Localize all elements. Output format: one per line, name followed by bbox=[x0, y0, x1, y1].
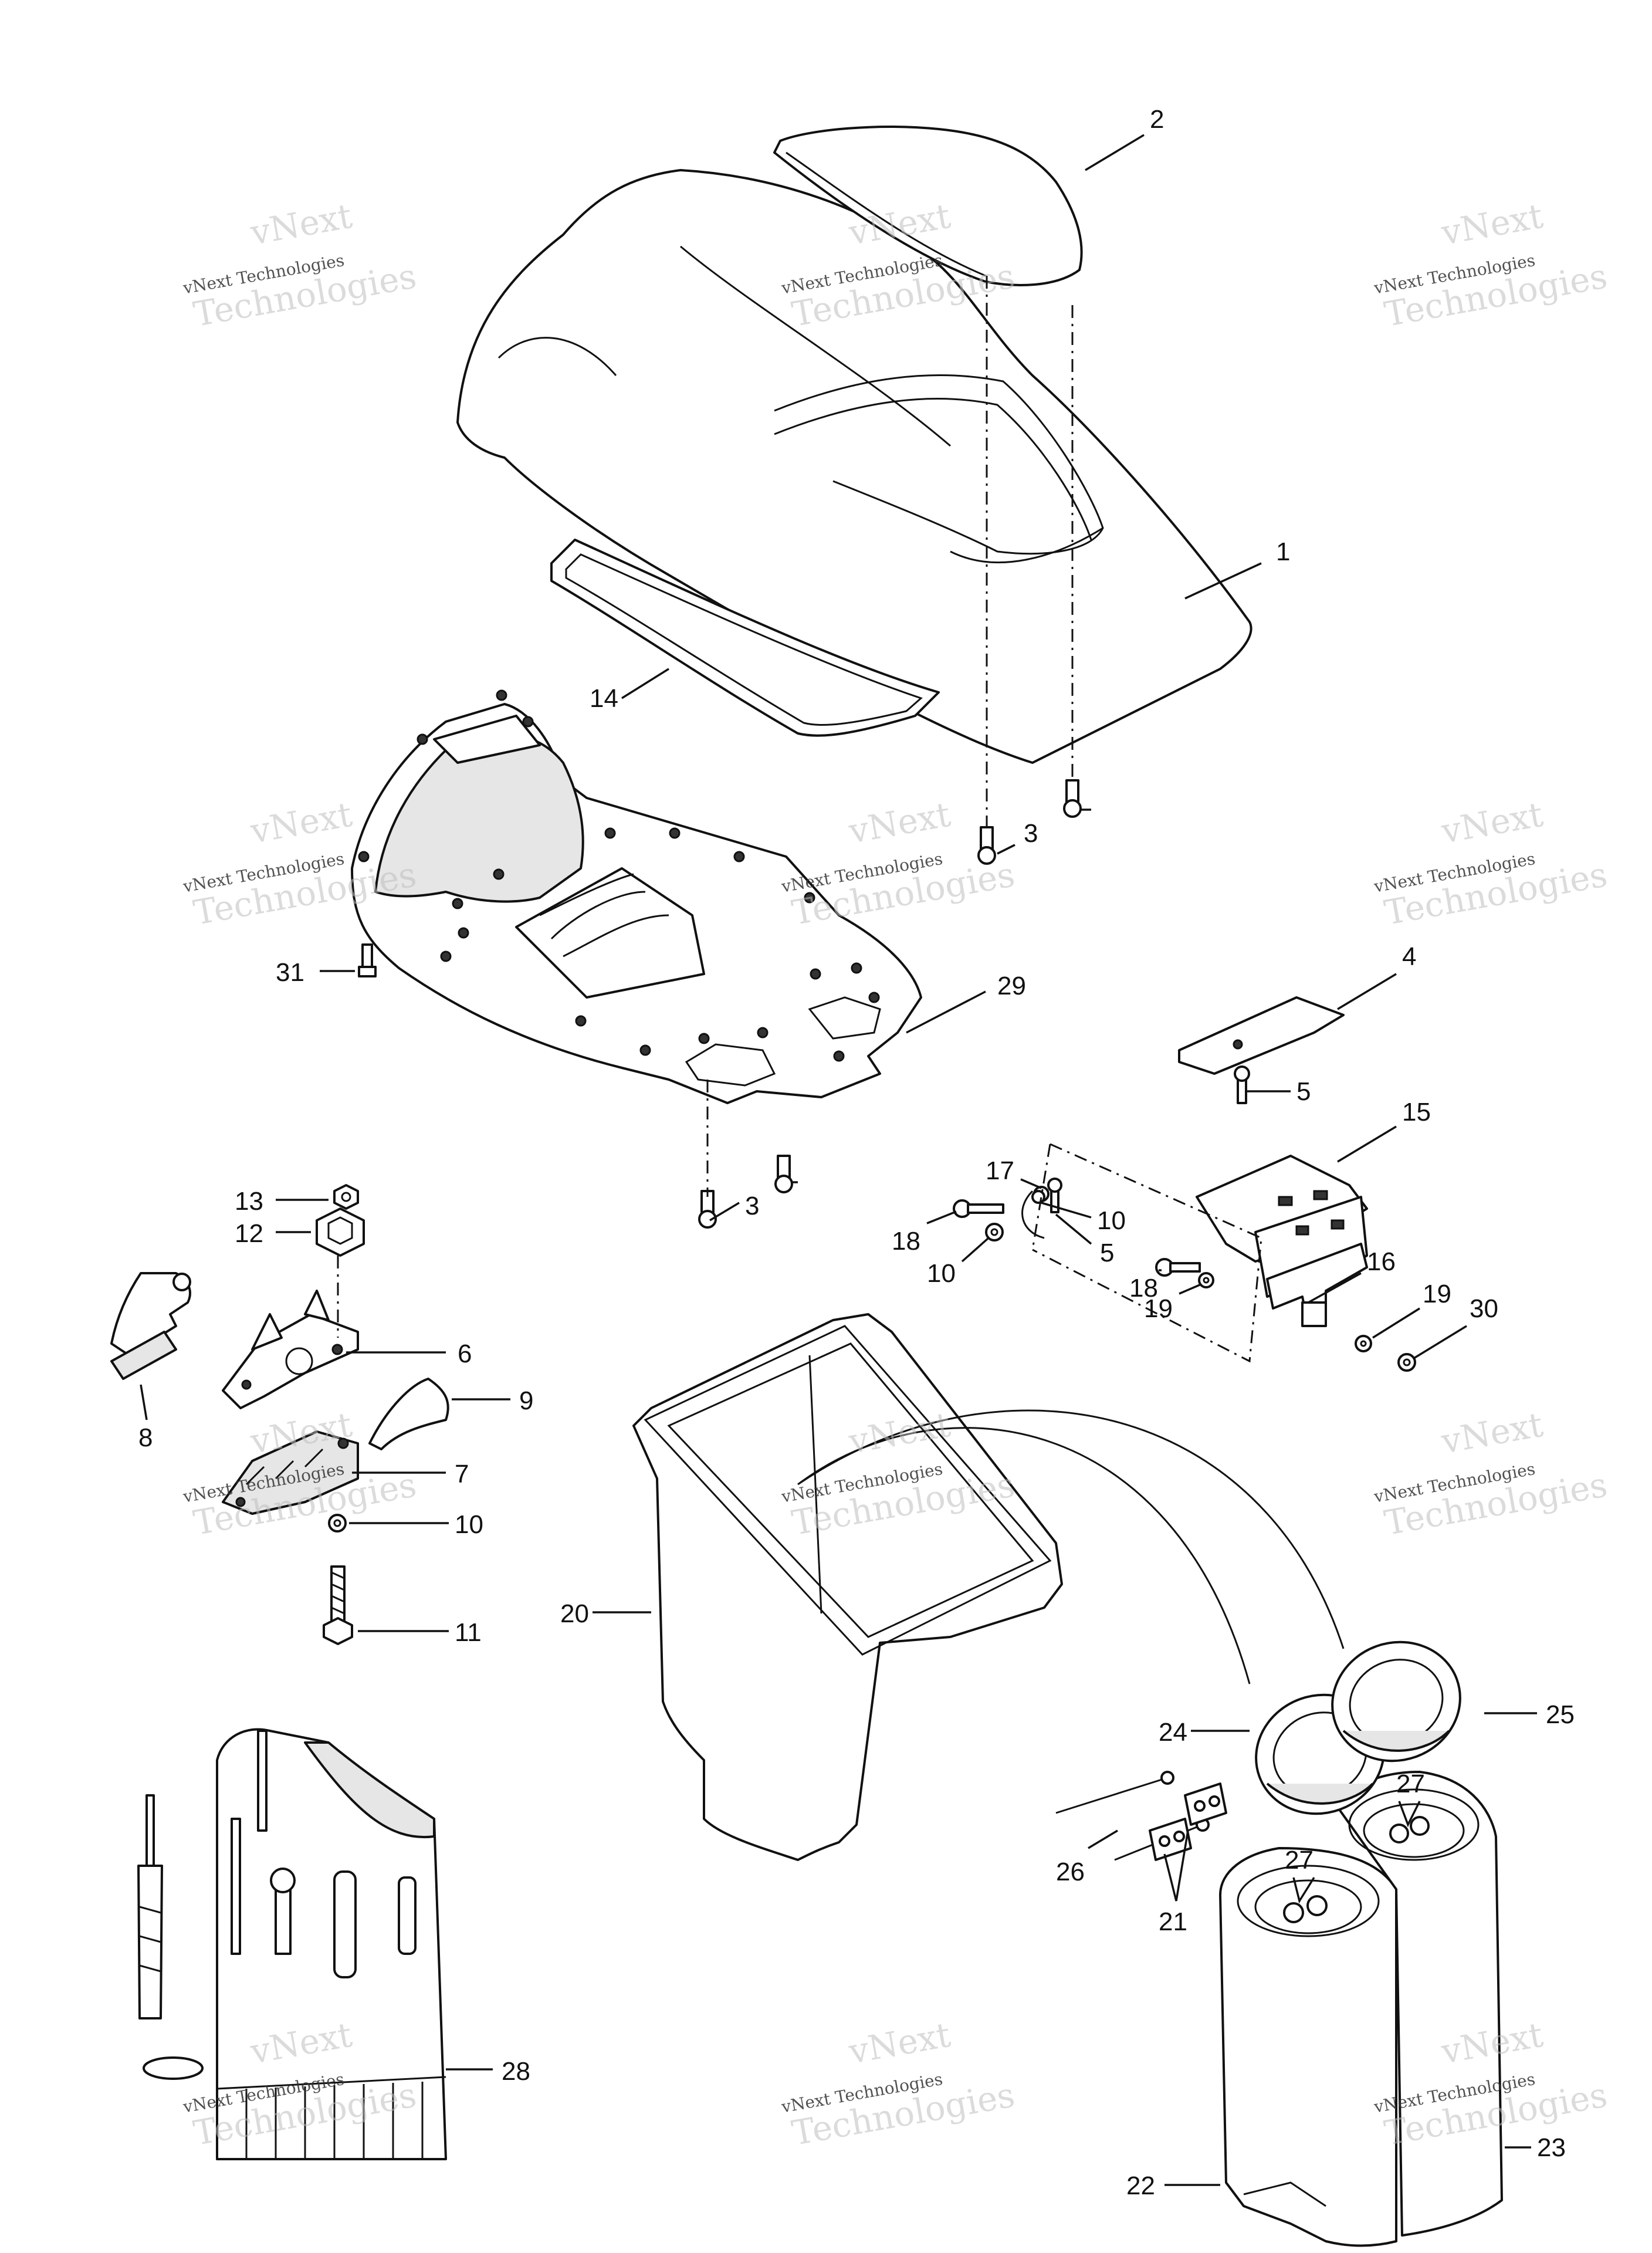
callout-20: 20 bbox=[560, 1599, 589, 1628]
callout-4: 4 bbox=[1402, 942, 1416, 971]
part-3-screws bbox=[698, 779, 1082, 1229]
part-15-latch-bracket bbox=[1196, 1155, 1368, 1298]
part-12-spacer bbox=[316, 1207, 365, 1257]
callout-18-right: 18 bbox=[1129, 1274, 1158, 1303]
callout-3-upper: 3 bbox=[1024, 819, 1038, 848]
part-18-bolts bbox=[953, 1199, 1201, 1277]
callout-24: 24 bbox=[1159, 1718, 1187, 1747]
callout-7: 7 bbox=[455, 1460, 469, 1489]
part-16-latch-tongue bbox=[1266, 1243, 1368, 1327]
part-22-cup-holder-left bbox=[1219, 1847, 1397, 2247]
watermark-tile: vNext vNext Technologies Technologies bbox=[181, 196, 419, 334]
callout-8: 8 bbox=[138, 1423, 153, 1452]
callout-2: 2 bbox=[1150, 105, 1164, 134]
callout-26: 26 bbox=[1056, 1858, 1085, 1886]
svg-text:vNext: vNext bbox=[845, 2015, 953, 2072]
part-6-hinge-plate bbox=[222, 1290, 359, 1409]
callout-15: 15 bbox=[1402, 1098, 1431, 1126]
callout-9: 9 bbox=[519, 1386, 533, 1415]
callout-28: 28 bbox=[502, 2057, 530, 2086]
part-14-gasket bbox=[550, 539, 940, 737]
svg-text:vNext: vNext bbox=[1438, 1405, 1546, 1462]
callout-1: 1 bbox=[1276, 537, 1290, 566]
part-9-o-ring bbox=[368, 1378, 449, 1450]
svg-text:vNext: vNext bbox=[1438, 196, 1546, 253]
callout-30: 30 bbox=[1470, 1294, 1498, 1323]
callout-5-upper: 5 bbox=[1296, 1077, 1311, 1106]
callout-10-left: 10 bbox=[927, 1259, 956, 1288]
part-31-screw bbox=[358, 943, 377, 977]
callout-19-left: 19 bbox=[1144, 1294, 1173, 1323]
part-1-seat-cover bbox=[456, 169, 1252, 764]
callout-21: 21 bbox=[1159, 1907, 1187, 1936]
part-2-seat-pad bbox=[773, 126, 1083, 286]
callouts: 2 1 14 3 29 31 3 4 5 15 17 18 10 10 5 18 bbox=[138, 105, 1575, 2200]
part-4-latch-plate bbox=[1178, 996, 1345, 1075]
base-bolt-grid bbox=[358, 689, 880, 1062]
part-8-latch-handle bbox=[110, 1272, 191, 1380]
callout-6: 6 bbox=[458, 1339, 472, 1368]
svg-text:vNext: vNext bbox=[1438, 794, 1546, 851]
callout-25: 25 bbox=[1546, 1700, 1575, 1729]
callout-18-left: 18 bbox=[892, 1227, 920, 1256]
callout-3-lower: 3 bbox=[745, 1192, 759, 1220]
watermark-tile: vNext vNext Technologies Technologies bbox=[1372, 196, 1610, 334]
part-29-seat-base bbox=[351, 689, 922, 1104]
watermark-tile: vNext vNext Technologies Technologies bbox=[1372, 794, 1610, 933]
part-11-bolt bbox=[323, 1565, 353, 1645]
callout-12: 12 bbox=[235, 1219, 263, 1248]
callout-29: 29 bbox=[997, 972, 1026, 1000]
callout-11: 11 bbox=[455, 1618, 482, 1647]
callout-22: 22 bbox=[1126, 2171, 1155, 2200]
callout-10-lower: 10 bbox=[455, 1510, 483, 1539]
watermark-tile: vNext vNext Technologies Technologies bbox=[780, 2015, 1018, 2153]
watermark-tile: vNext vNext Technologies Technologies bbox=[780, 794, 1018, 933]
part-30-nut bbox=[1397, 1353, 1416, 1372]
part-13-nut bbox=[333, 1184, 359, 1210]
part-25-lid bbox=[1331, 1640, 1461, 1763]
svg-text:vNext: vNext bbox=[247, 794, 355, 851]
callout-13: 13 bbox=[235, 1187, 263, 1216]
callout-31: 31 bbox=[276, 958, 304, 987]
callout-10-right: 10 bbox=[1097, 1206, 1126, 1235]
part-21-plates bbox=[1149, 1782, 1227, 1861]
part-28-tool-kit bbox=[137, 1728, 447, 2160]
callout-17: 17 bbox=[986, 1156, 1014, 1185]
watermark-tile: vNext vNext Technologies Technologies bbox=[181, 1405, 419, 1543]
part-7-lock-body bbox=[222, 1430, 359, 1515]
callout-5-lower: 5 bbox=[1100, 1239, 1114, 1267]
callout-27-right: 27 bbox=[1396, 1770, 1425, 1798]
part-20-storage-bin bbox=[632, 1313, 1063, 1861]
callout-27-left: 27 bbox=[1285, 1846, 1314, 1875]
callout-14: 14 bbox=[590, 684, 618, 713]
callout-16: 16 bbox=[1367, 1247, 1396, 1276]
part-5-rivet bbox=[1047, 1065, 1250, 1213]
latch-assembly-lines bbox=[1031, 1143, 1262, 1363]
callout-19-right: 19 bbox=[1423, 1280, 1451, 1308]
callout-23: 23 bbox=[1537, 2133, 1566, 2162]
tether-cords bbox=[797, 1409, 1345, 1684]
svg-text:vNext: vNext bbox=[845, 794, 953, 851]
svg-text:vNext: vNext bbox=[247, 196, 355, 253]
watermark-tile: vNext vNext Technologies Technologies bbox=[1372, 1405, 1610, 1543]
part-19-washers bbox=[1198, 1272, 1372, 1352]
